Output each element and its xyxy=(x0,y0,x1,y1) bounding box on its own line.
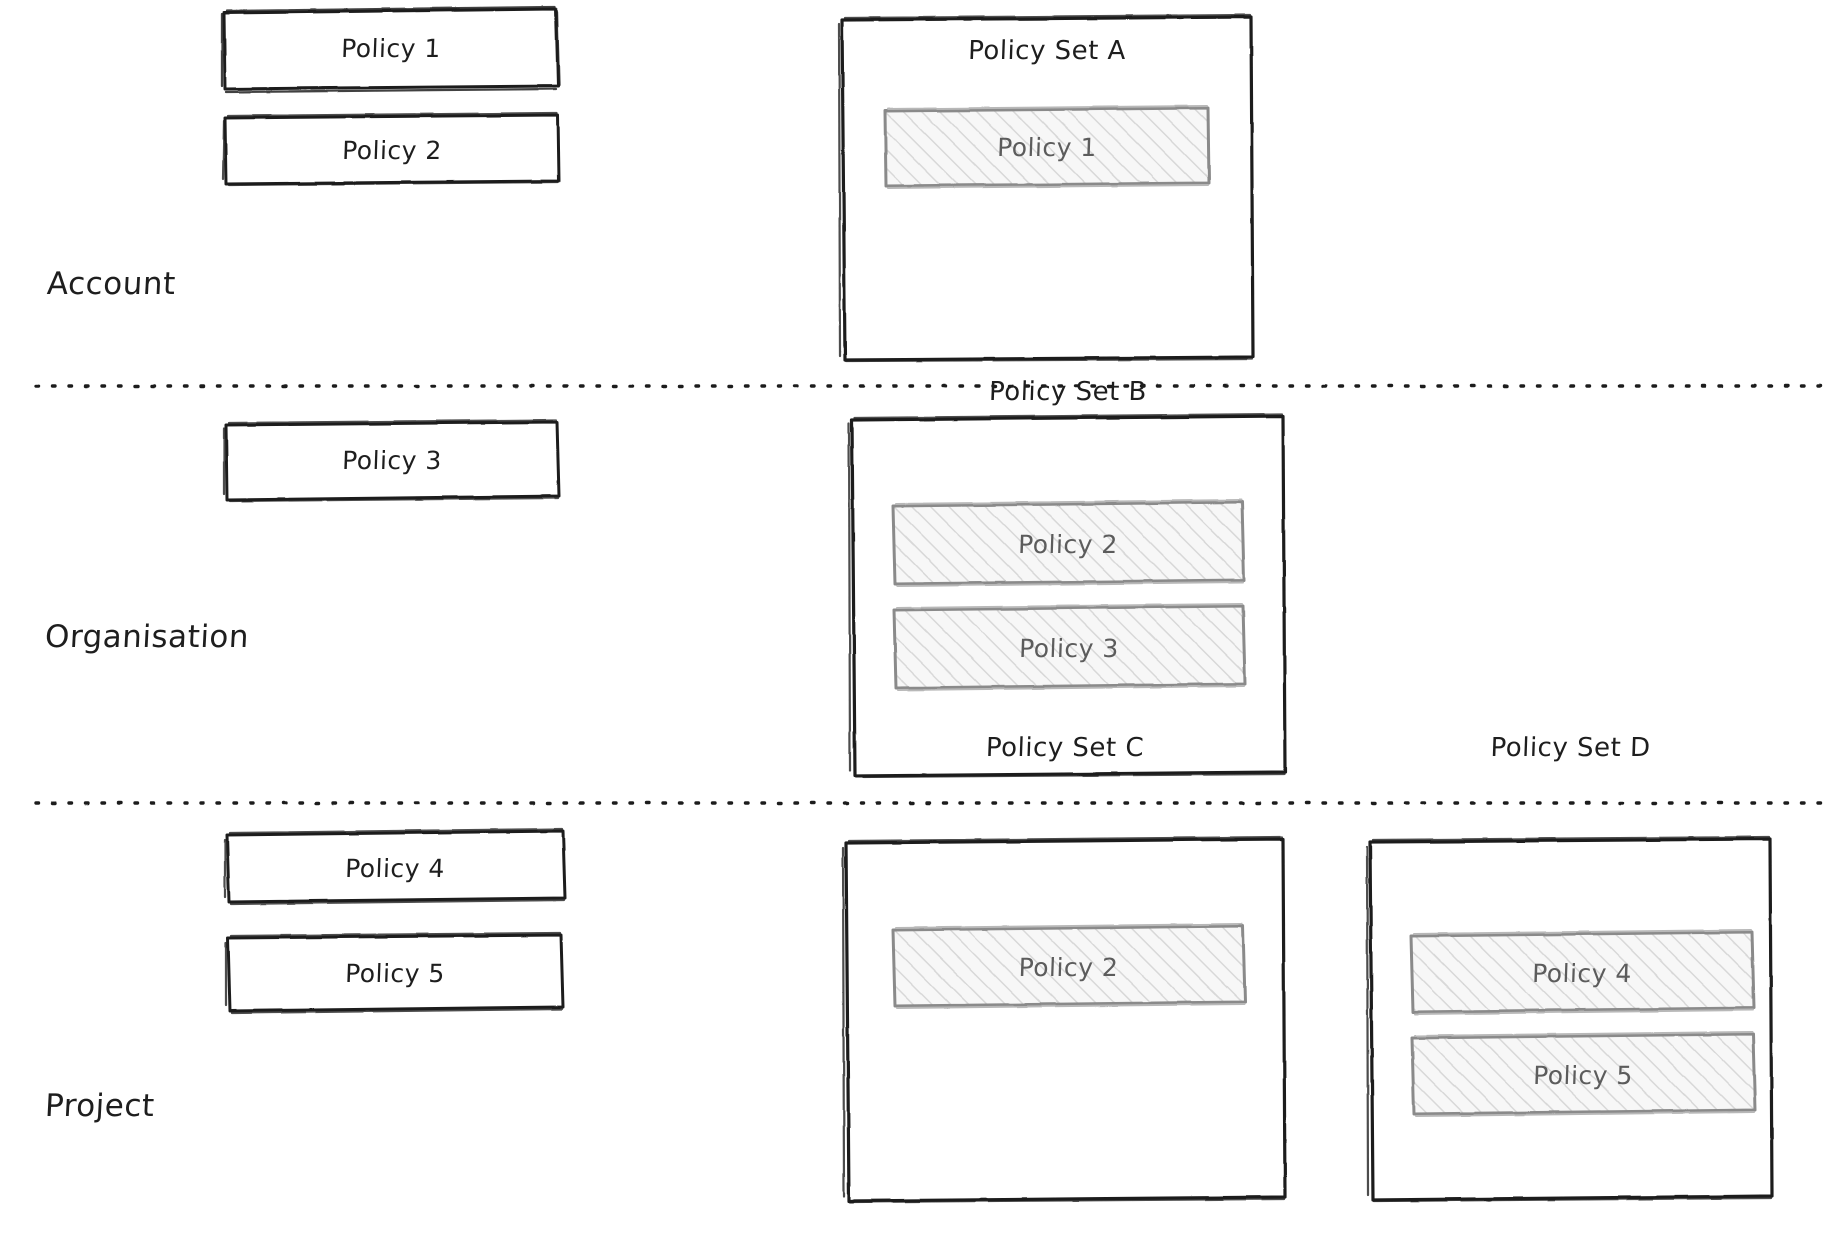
policy-set-title-C: Policy Set C xyxy=(985,733,1145,763)
policy-box-account-0 xyxy=(220,5,561,94)
policy-box-label-project-1[interactable]: Policy 5 xyxy=(344,959,446,988)
policy-set-member-label-B-1[interactable]: Policy 3 xyxy=(1018,634,1120,663)
policy-set-member-label-A-0[interactable]: Policy 1 xyxy=(996,133,1098,162)
policy-set-member-label-B-0[interactable]: Policy 2 xyxy=(1017,530,1119,559)
policy-set-member-B-0 xyxy=(891,499,1246,587)
policy-set-member-A-0 xyxy=(883,105,1211,189)
section-label-organisation: Organisation xyxy=(44,619,251,655)
policy-box-project-0 xyxy=(223,827,567,906)
policy-box-label-organisation-0[interactable]: Policy 3 xyxy=(341,446,443,475)
section-label-project: Project xyxy=(44,1088,156,1124)
policy-box-label-account-1[interactable]: Policy 2 xyxy=(341,136,443,165)
policy-box-account-1 xyxy=(221,111,561,187)
policy-set-member-label-D-0[interactable]: Policy 4 xyxy=(1531,959,1633,988)
policy-set-member-C-0 xyxy=(891,923,1247,1009)
policy-set-member-label-C-0[interactable]: Policy 2 xyxy=(1018,953,1119,982)
policy-set-title-D: Policy Set D xyxy=(1489,733,1652,763)
policy-set-container-A xyxy=(837,13,1255,363)
policy-set-member-D-1 xyxy=(1410,1031,1757,1117)
policy-set-title-A: Policy Set A xyxy=(967,36,1127,66)
policy-box-label-project-0[interactable]: Policy 4 xyxy=(344,854,446,883)
section-label-account: Account xyxy=(46,266,177,302)
policy-box-organisation-0 xyxy=(222,418,561,503)
policy-set-member-B-1 xyxy=(892,603,1247,691)
policy-set-member-D-0 xyxy=(1409,929,1756,1015)
policy-set-title-B: Policy Set B xyxy=(988,377,1148,407)
policy-box-project-1 xyxy=(224,931,565,1015)
policy-box-label-account-0[interactable]: Policy 1 xyxy=(340,34,442,63)
policy-set-member-label-D-1[interactable]: Policy 5 xyxy=(1532,1061,1634,1090)
